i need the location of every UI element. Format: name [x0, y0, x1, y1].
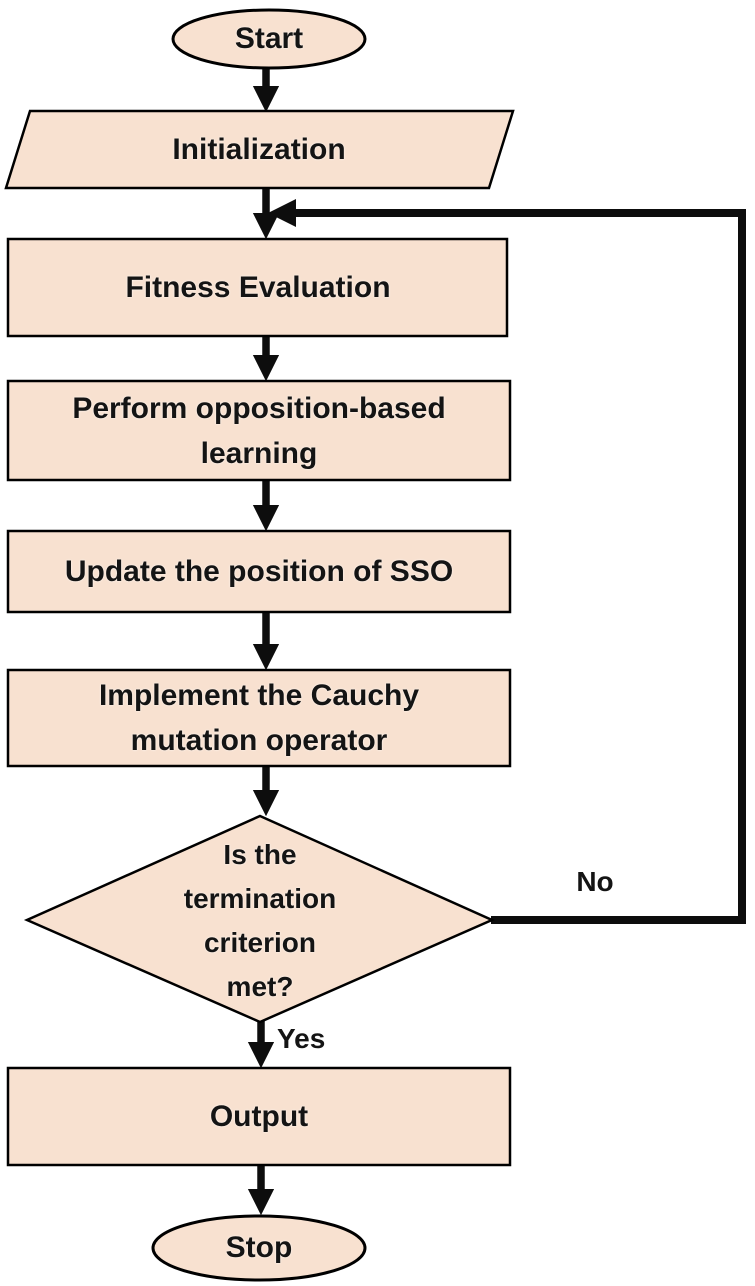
fitness-process-shape — [6, 237, 509, 338]
update-process-shape — [6, 529, 512, 614]
stop-terminator-shape — [151, 1214, 367, 1282]
decision-diamond-shape — [23, 814, 496, 1024]
output-process-shape — [6, 1066, 512, 1167]
initialization-parallelogram-shape — [4, 109, 515, 190]
arrow-decision-no-loopback — [268, 199, 746, 924]
cauchy-process-shape — [6, 668, 512, 768]
obl-process-shape — [6, 379, 512, 482]
start-terminator-shape — [171, 8, 367, 70]
